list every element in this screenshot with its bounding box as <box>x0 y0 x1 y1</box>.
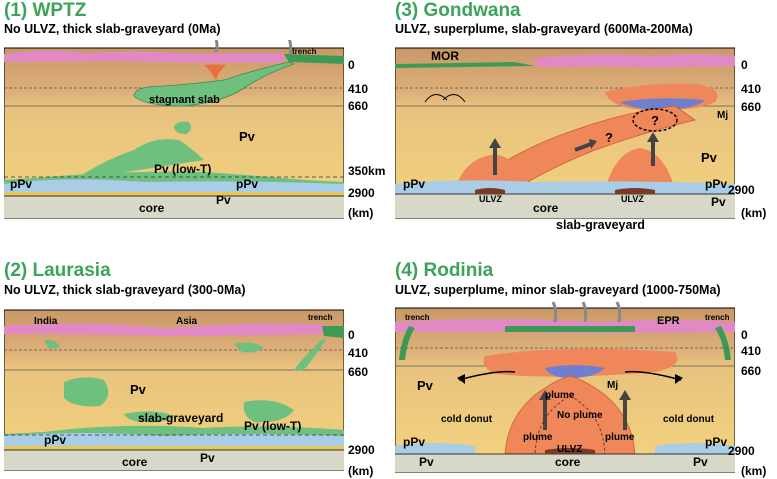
panel1-pvlowt-label: Pv (low-T) <box>154 162 211 176</box>
panel4-title: (4) Rodinia <box>395 260 494 281</box>
panel2-asia-label: Asia <box>176 316 198 327</box>
panel1-stagnant-label: stagnant slab <box>149 94 220 106</box>
panel1-pv-bottom-label: Pv <box>216 193 231 207</box>
panel4-subtitle: ULVZ, superplume, minor slab-graveyard (… <box>395 283 721 297</box>
panel2-core-label: core <box>122 455 148 469</box>
panel1-depth-0: 0 <box>348 58 355 72</box>
panel4-depth-2900: 2900 <box>728 444 755 458</box>
panel3-mor-label: MOR <box>431 49 459 63</box>
panel3-subtitle: ULVZ, superplume, slab-graveyard (600Ma-… <box>395 22 693 36</box>
panel4-epr-label: EPR <box>657 315 680 327</box>
panel1-depth-660: 660 <box>348 99 369 113</box>
panel2-ppv-label: pPv <box>44 433 66 447</box>
panel2-trench-label: trench <box>308 313 333 322</box>
panel3-ulvz-right-label: ULVZ <box>621 194 644 204</box>
panel4-ppv-left-label: pPv <box>403 435 425 449</box>
panel3-mj-label: Mj <box>717 110 728 121</box>
panel4-ppv-right-label: pPv <box>705 435 727 449</box>
panel3-pv-right-label: Pv <box>711 195 726 209</box>
panel2-title: (2) Laurasia <box>4 260 111 281</box>
panel4-plume-right-label: plume <box>605 432 635 443</box>
panel2-depth-unit: (km) <box>348 464 374 478</box>
panel4-plume-left-label: plume <box>523 432 553 443</box>
panel3-q1-label: ? <box>605 130 613 145</box>
panel1-depth-unit: (km) <box>348 206 374 220</box>
panel2-pvlowt-label: Pv (low-T) <box>244 419 301 433</box>
panel3-q2-label: ? <box>651 113 659 128</box>
panel4-pv-left-label: Pv <box>419 455 434 469</box>
panel3-diagram: MOR Mj ? ? Pv pPv pPv Pv ULVZ ULVZ core <box>395 47 735 219</box>
panel2-diagram: India Asia trench Pv slab-graveyard Pv (… <box>4 309 344 471</box>
panel4-plume-top-label: plume <box>545 390 575 401</box>
panel4-core-label: core <box>555 455 581 469</box>
panel1-depth-410: 410 <box>348 82 369 96</box>
panel4-cold-right-label: cold donut <box>663 414 715 425</box>
panel3-ppv-right-label: pPv <box>705 177 727 191</box>
panel3-depth-660: 660 <box>741 100 762 114</box>
panel2-pv-label: Pv <box>130 382 147 397</box>
panel3-graveyard-label: slab-graveyard <box>556 218 645 232</box>
panel4-pv-label: Pv <box>417 378 434 393</box>
panel2-depth-660: 660 <box>348 365 369 379</box>
panel4-cold-left-label: cold donut <box>441 414 493 425</box>
panel4-mj-label: Mj <box>607 380 618 391</box>
panel1-depth-2900: 2900 <box>348 186 375 200</box>
panel3-pv-label: Pv <box>701 150 718 165</box>
panel3-title: (3) Gondwana <box>395 0 521 21</box>
panel2-graveyard-label: slab-graveyard <box>138 411 223 425</box>
panel2-india-label: India <box>34 316 58 327</box>
panel1-subtitle: No ULVZ, thick slab-graveyard (0Ma) <box>4 22 221 36</box>
panel4-depth-unit: (km) <box>741 464 767 478</box>
panel1-core-label: core <box>139 201 165 215</box>
panel3-depth-unit: (km) <box>741 206 767 220</box>
panel4-pv-right-label: Pv <box>693 455 708 469</box>
panel3-ppv-left-label: pPv <box>403 177 425 191</box>
panel1-diagram: trench stagnant slab Pv Pv (low-T) pPv p… <box>4 40 344 219</box>
panel4-trench-left-label: trench <box>405 313 430 322</box>
panel1-pv-label: Pv <box>239 129 256 144</box>
panel1-trench-label: trench <box>292 47 317 56</box>
panel1-ppv-right-label: pPv <box>236 177 258 191</box>
panel2-subtitle: No ULVZ, thick slab-graveyard (300-0Ma) <box>4 283 246 297</box>
panel3-depth-0: 0 <box>741 58 748 72</box>
panel4-noplume-label: No plume <box>557 410 603 421</box>
panel4-depth-660: 660 <box>741 364 762 378</box>
panel2-depth-2900: 2900 <box>348 443 375 457</box>
panel1-title: (1) WPTZ <box>4 0 87 21</box>
panel4-trench-right-label: trench <box>705 313 730 322</box>
panel2-depth-0: 0 <box>348 328 355 342</box>
panel3-depth-2900: 2900 <box>728 183 755 197</box>
panel4-depth-410: 410 <box>741 344 762 358</box>
panel4-diagram: trench trench EPR Pv Mj plume No plume p… <box>395 301 735 473</box>
panel3-depth-410: 410 <box>741 82 762 96</box>
panel2-pv-bottom-label: Pv <box>200 451 215 465</box>
panel3-core-label: core <box>533 201 559 215</box>
panel4-ulvz-label: ULVZ <box>557 444 582 455</box>
panel4-depth-0: 0 <box>741 328 748 342</box>
panel2-depth-410: 410 <box>348 346 369 360</box>
panel3-ulvz-left-label: ULVZ <box>479 194 502 204</box>
panel1-ppv-left-label: pPv <box>10 177 32 191</box>
panel1-depth-350: 350km <box>348 164 386 178</box>
